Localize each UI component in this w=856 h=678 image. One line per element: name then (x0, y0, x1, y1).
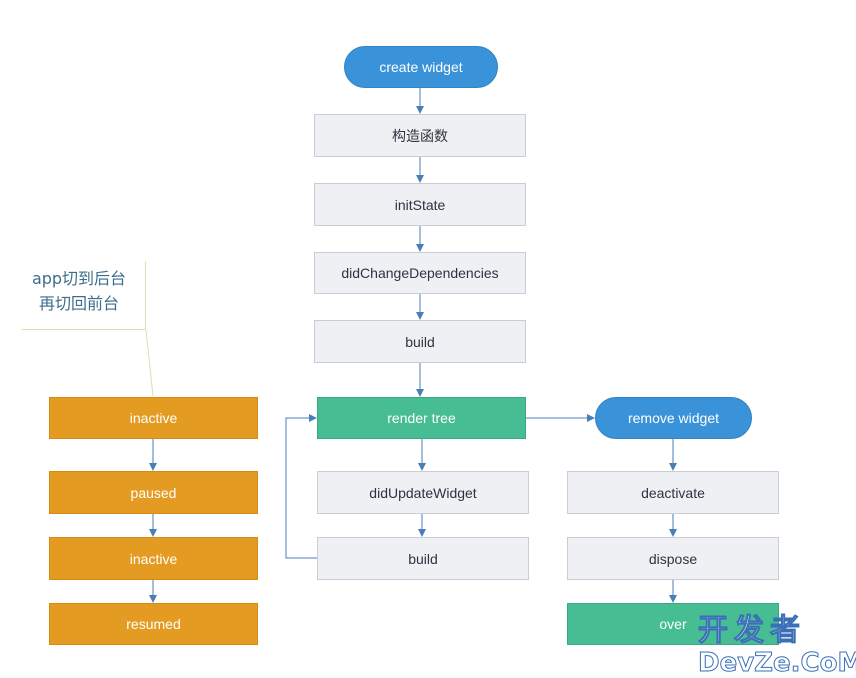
app-background-note: app切到后台 再切回前台 (14, 266, 144, 316)
over-node: over (567, 603, 779, 645)
note-line-2: 再切回前台 (38, 294, 119, 313)
over-label: over (659, 616, 687, 632)
remove-widget-label: remove widget (627, 410, 720, 426)
watermark-line-1: 开发者 (698, 613, 806, 649)
build-node-1: build (314, 320, 526, 363)
resumed-label: resumed (126, 616, 181, 632)
did-update-widget-node: didUpdateWidget (317, 471, 529, 514)
build-label-1: build (405, 333, 435, 350)
dispose-node: dispose (567, 537, 779, 580)
did-update-widget-label: didUpdateWidget (369, 484, 477, 501)
inactive-label-1: inactive (129, 410, 178, 426)
constructor-label: 构造函数 (392, 128, 448, 145)
dispose-label: dispose (648, 550, 698, 567)
note-frame (22, 262, 146, 330)
did-change-dependencies-node: didChangeDependencies (314, 252, 526, 294)
init-state-node: initState (314, 183, 526, 226)
deactivate-label: deactivate (641, 484, 705, 501)
devze-watermark-logo: 开发者 DevZe.CoM (698, 605, 856, 678)
inactive-node-1: inactive (49, 397, 258, 439)
inactive-label-2: inactive (129, 550, 178, 567)
constructor-node: 构造函数 (314, 114, 526, 157)
resumed-node: resumed (49, 603, 258, 645)
inactive-node-2: inactive (49, 537, 258, 580)
remove-widget-node: remove widget (595, 397, 752, 439)
paused-label: paused (130, 484, 177, 501)
init-state-label: initState (394, 196, 446, 213)
did-change-dependencies-label: didChangeDependencies (341, 265, 499, 281)
paused-node: paused (49, 471, 258, 514)
note-line-1: app切到后台 (31, 269, 127, 288)
create-widget-label: create widget (379, 59, 463, 75)
build-label-2: build (408, 550, 438, 567)
deactivate-node: deactivate (567, 471, 779, 514)
render-tree-label: render tree (387, 410, 456, 426)
build-node-2: build (317, 537, 529, 580)
render-tree-node: render tree (317, 397, 526, 439)
create-widget-node: create widget (344, 46, 498, 88)
